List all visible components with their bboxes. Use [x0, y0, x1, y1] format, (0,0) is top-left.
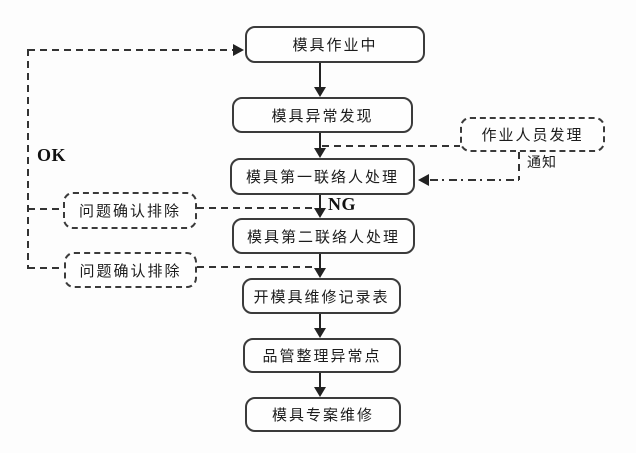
- arrowhead-down-icon: [314, 328, 326, 338]
- edge-line-3-4-ng: [319, 195, 321, 209]
- arrowhead-down-icon: [314, 387, 326, 397]
- edge-notify-dashdot: [430, 179, 519, 181]
- edge-operator-down: [518, 152, 520, 180]
- node-label: 问题确认排除: [78, 202, 181, 220]
- arrowhead-left-icon: [418, 174, 429, 186]
- arrowhead-down-icon: [314, 87, 326, 97]
- edge-return-top: [28, 49, 233, 51]
- node-label: 模具异常发现: [271, 106, 374, 125]
- node-operator-handles: 作业人员发理: [460, 117, 605, 152]
- node-second-contact-handles: 模具第二联络人处理: [232, 218, 415, 254]
- edge-return-left: [27, 49, 29, 269]
- node-label: 问题确认排除: [79, 261, 182, 280]
- label-notify: 通知: [527, 155, 557, 171]
- edge-resolve2-right: [197, 266, 313, 268]
- node-open-repair-record: 开模具维修记录表: [242, 278, 401, 314]
- node-mold-in-operation: 模具作业中: [245, 26, 425, 63]
- arrowhead-down-icon: [314, 148, 326, 158]
- node-label: 模具第一联络人处理: [245, 168, 399, 186]
- arrowhead-down-icon: [314, 268, 326, 278]
- edge-line-4-5: [319, 254, 321, 269]
- label-ok: OK: [37, 145, 67, 165]
- node-abnormality-found: 模具异常发现: [232, 97, 413, 133]
- edge-resolve1-right: [197, 207, 313, 209]
- edge-line-6-7: [319, 373, 321, 388]
- node-problem-resolved-2: 问题确认排除: [64, 252, 197, 288]
- node-label: 开模具维修记录表: [253, 287, 390, 306]
- node-problem-resolved-1: 问题确认排除: [63, 192, 197, 229]
- node-label: 模具专案维修: [271, 406, 374, 424]
- edge-line-5-6: [319, 314, 321, 329]
- node-label: 品管整理异常点: [262, 347, 382, 365]
- node-label: 模具作业中: [292, 36, 378, 54]
- edge-resolve1-left: [28, 208, 63, 210]
- edge-line-1-2: [319, 63, 321, 88]
- node-label: 作业人员发理: [481, 126, 584, 144]
- arrowhead-down-icon: [314, 208, 326, 218]
- edge-line-2-3: [319, 133, 321, 149]
- node-special-case-repair: 模具专案维修: [245, 397, 401, 432]
- edge-found-to-operator: [322, 145, 460, 147]
- node-first-contact-handles: 模具第一联络人处理: [230, 158, 415, 195]
- arrowhead-right-icon: [233, 44, 244, 56]
- label-ng: NG: [328, 194, 356, 214]
- edge-resolve2-left: [28, 267, 64, 269]
- node-label: 模具第二联络人处理: [246, 227, 400, 246]
- node-qc-summarize-abnormal: 品管整理异常点: [243, 338, 401, 373]
